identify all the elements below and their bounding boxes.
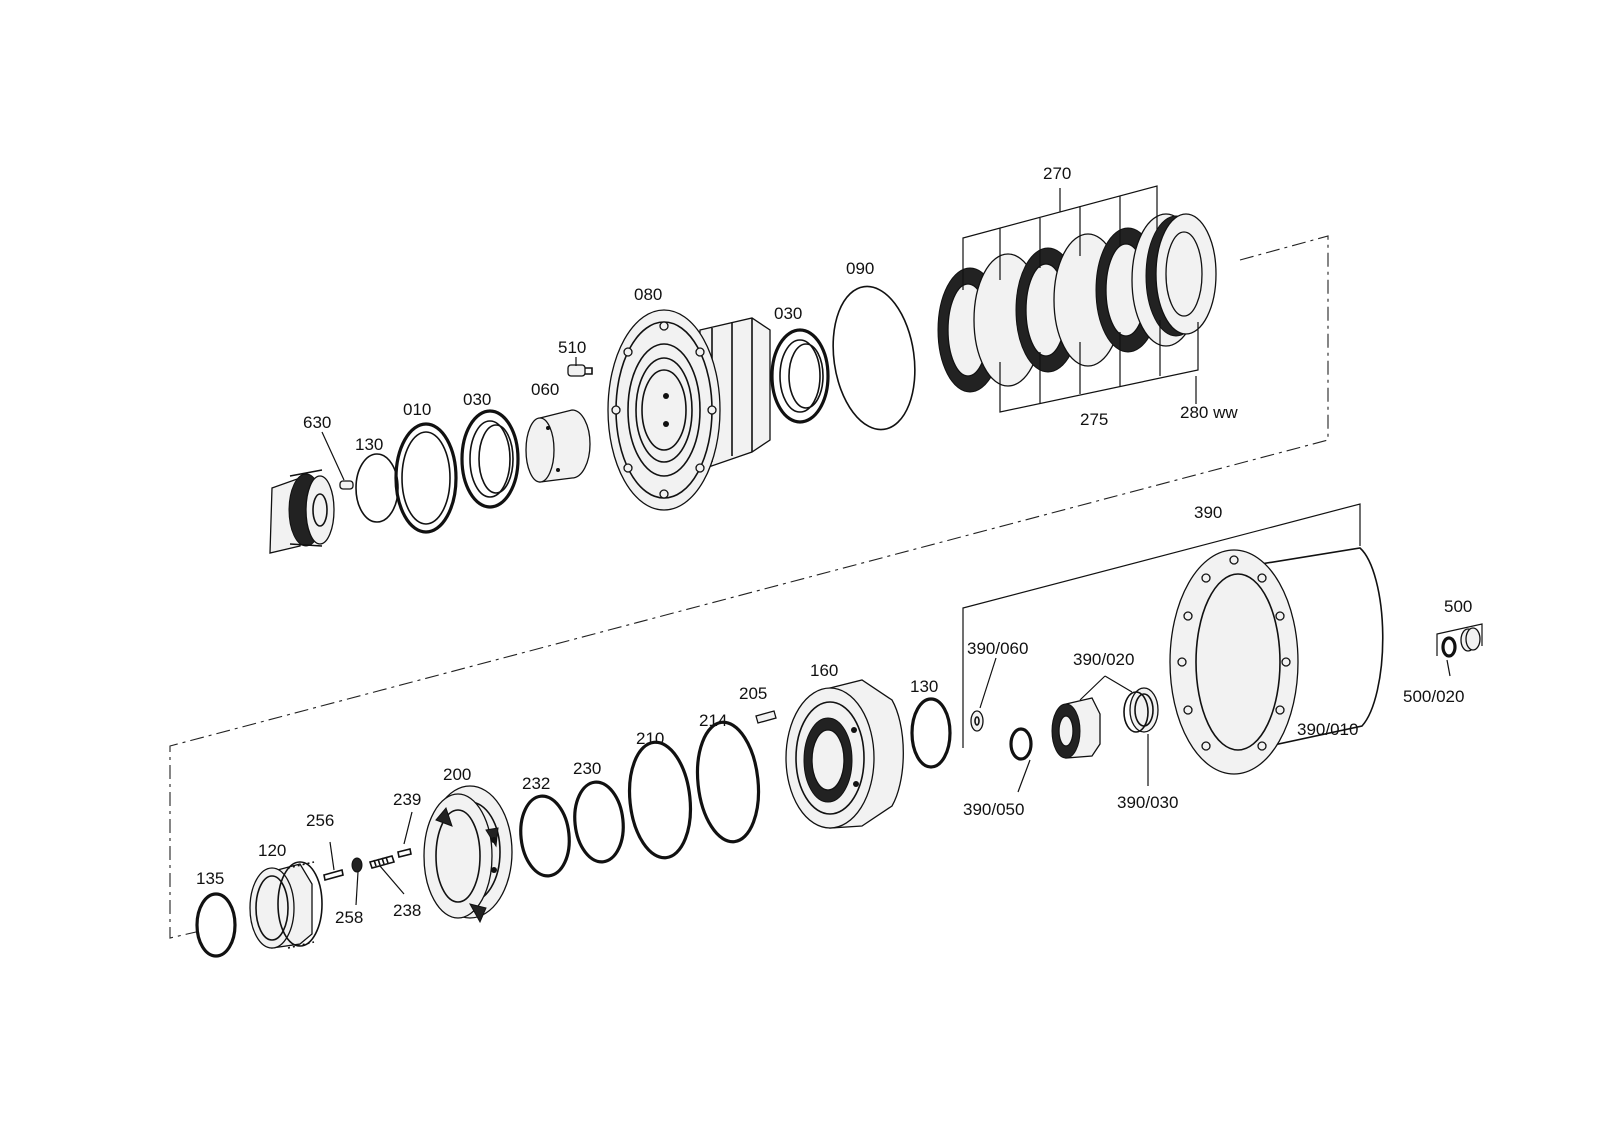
part-210-o-ring[interactable] (624, 739, 696, 861)
part-230-o-ring[interactable] (571, 780, 627, 865)
part-500-plug[interactable] (1460, 627, 1481, 652)
part-120-gear-ring[interactable] (249, 861, 323, 949)
part-200-housing[interactable] (423, 785, 513, 924)
callout-120: 120 (258, 841, 286, 860)
callout-010: 010 (403, 400, 431, 419)
callout-256: 256 (306, 811, 334, 830)
part-135-o-ring[interactable] (195, 892, 237, 958)
part-160-drum[interactable] (785, 679, 904, 829)
callout-500: 500 (1444, 597, 1472, 616)
callout-390-010: 390/010 (1297, 720, 1358, 739)
part-630-spring-pack[interactable] (269, 469, 335, 554)
bracket-500 (1436, 623, 1483, 656)
part-090-o-ring[interactable] (824, 281, 923, 435)
part-130-o-ring-lower[interactable] (910, 697, 952, 769)
callout-160: 160 (810, 661, 838, 680)
part-232-o-ring[interactable] (517, 794, 573, 879)
callout-090: 090 (846, 259, 874, 278)
callout-239: 239 (393, 790, 421, 809)
part-030-seal-middle[interactable] (770, 328, 830, 424)
callout-275: 275 (1080, 410, 1108, 429)
callout-130-upper: 130 (355, 435, 383, 454)
part-258-plug[interactable] (351, 857, 363, 873)
callout-630: 630 (303, 413, 331, 432)
callout-060: 060 (531, 380, 559, 399)
callout-230: 230 (573, 759, 601, 778)
callout-390-060: 390/060 (967, 639, 1028, 658)
callout-390-050: 390/050 (963, 800, 1024, 819)
part-238-spring[interactable] (368, 855, 396, 869)
callout-080: 080 (634, 285, 662, 304)
part-500-020-o-ring[interactable] (1441, 636, 1457, 658)
part-630-pin[interactable] (339, 480, 354, 490)
part-390-050-snap-ring[interactable] (1009, 727, 1033, 761)
callout-232: 232 (522, 774, 550, 793)
part-256-pin[interactable] (323, 868, 344, 882)
bracket-270 (962, 185, 1158, 290)
callout-390: 390 (1194, 503, 1222, 522)
part-390-060-washer[interactable] (970, 710, 984, 732)
callout-labels: 630 130 010 030 060 510 080 030 090 270 … (196, 164, 1472, 927)
part-390-020-bearing[interactable] (1051, 697, 1101, 759)
part-060-sleeve[interactable] (525, 409, 591, 483)
part-214-o-ring[interactable] (692, 719, 764, 845)
callout-390-030: 390/030 (1117, 793, 1178, 812)
part-270-clutch-plates[interactable] (937, 213, 1217, 393)
part-130-o-ring-upper[interactable] (355, 453, 399, 523)
part-239-pin[interactable] (397, 848, 412, 858)
leader-lines (321, 357, 1451, 906)
part-080-carrier-flange[interactable] (607, 309, 771, 511)
callout-214: 214 (699, 711, 727, 730)
part-030-seal-upper[interactable] (460, 409, 520, 509)
assembly-axis-line (169, 235, 1329, 939)
bracket-275 (999, 320, 1199, 413)
bracket-390 (962, 503, 1361, 748)
callout-135: 135 (196, 869, 224, 888)
callout-390-020: 390/020 (1073, 650, 1134, 669)
callout-280-ww: 280 ww (1180, 403, 1238, 422)
part-390-010-housing[interactable] (1169, 547, 1384, 775)
callout-210: 210 (636, 729, 664, 748)
callout-130-lower: 130 (910, 677, 938, 696)
callout-030-upper: 030 (463, 390, 491, 409)
part-010-ring[interactable] (394, 422, 458, 534)
callout-238: 238 (393, 901, 421, 920)
callout-205: 205 (739, 684, 767, 703)
callout-200: 200 (443, 765, 471, 784)
callout-030-middle: 030 (774, 304, 802, 323)
callout-270: 270 (1043, 164, 1071, 183)
callout-258: 258 (335, 908, 363, 927)
callout-500-020: 500/020 (1403, 687, 1464, 706)
part-205-pin[interactable] (755, 710, 777, 724)
part-390-030-ring[interactable] (1123, 687, 1159, 733)
callout-510: 510 (558, 338, 586, 357)
part-510-screw[interactable] (567, 364, 593, 377)
